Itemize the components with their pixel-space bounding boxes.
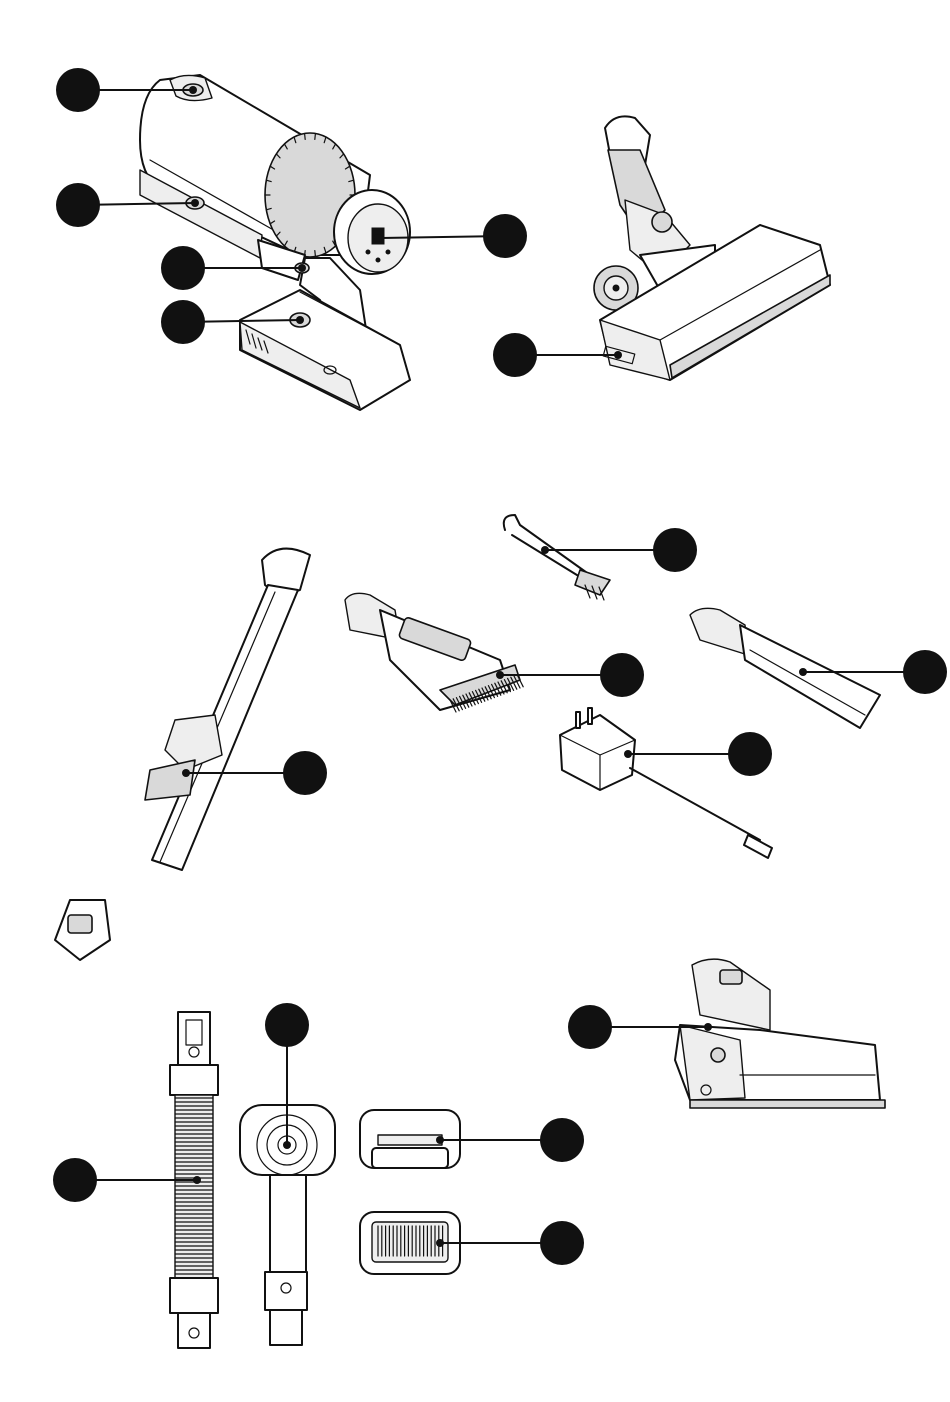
- leader-end-dot: [614, 351, 622, 359]
- leader-end-dot: [191, 199, 199, 207]
- hose-ribs: [175, 1095, 213, 1278]
- callout-charger: [624, 732, 772, 776]
- rib-line: [315, 133, 316, 139]
- callout-badge: [568, 1005, 612, 1049]
- callout-badge: [728, 732, 772, 776]
- callout-badge: [540, 1118, 584, 1162]
- cleaning-tool: [504, 515, 610, 600]
- callout-floor-brush: [493, 333, 622, 377]
- leader-end-dot: [182, 769, 190, 777]
- charger-adapter: [560, 708, 772, 858]
- callout-badge: [493, 333, 537, 377]
- callout-badge: [56, 68, 100, 112]
- callout-badge: [265, 1003, 309, 1047]
- leader-end-dot: [436, 1239, 444, 1247]
- rib-line: [315, 251, 316, 257]
- crevice-tool: [690, 608, 880, 728]
- callout-badge: [56, 183, 100, 227]
- callout-badge: [903, 650, 947, 694]
- leader-end-dot: [374, 234, 382, 242]
- callout-badge: [483, 214, 527, 258]
- rib-line: [305, 133, 306, 139]
- callout-badge: [540, 1221, 584, 1265]
- mini-motorized-brush: [675, 959, 885, 1108]
- two-in-one-brush: [345, 593, 523, 712]
- leader-end-dot: [296, 316, 304, 324]
- leader-end-dot: [298, 264, 306, 272]
- leader-end-dot: [541, 546, 549, 554]
- callout-badge: [161, 246, 205, 290]
- leader-end-dot: [799, 668, 807, 676]
- callout-badge: [653, 528, 697, 572]
- callout-badge: [283, 751, 327, 795]
- extension-tube: [55, 549, 310, 960]
- main-unit: [140, 75, 410, 410]
- callout-two-in-one-brush: [496, 653, 644, 697]
- leader-end-dot: [704, 1023, 712, 1031]
- leader-end-dot: [283, 1141, 291, 1149]
- leader-end-dot: [624, 750, 632, 758]
- callout-cleaning-tool: [541, 528, 697, 572]
- leader-end-dot: [189, 86, 197, 94]
- leader-end-dot: [436, 1136, 444, 1144]
- leader-end-dot: [193, 1176, 201, 1184]
- leader-end-dot: [496, 671, 504, 679]
- callout-badge: [161, 300, 205, 344]
- callout-badge: [53, 1158, 97, 1202]
- floor-brush-head: [594, 116, 830, 380]
- callout-badge: [600, 653, 644, 697]
